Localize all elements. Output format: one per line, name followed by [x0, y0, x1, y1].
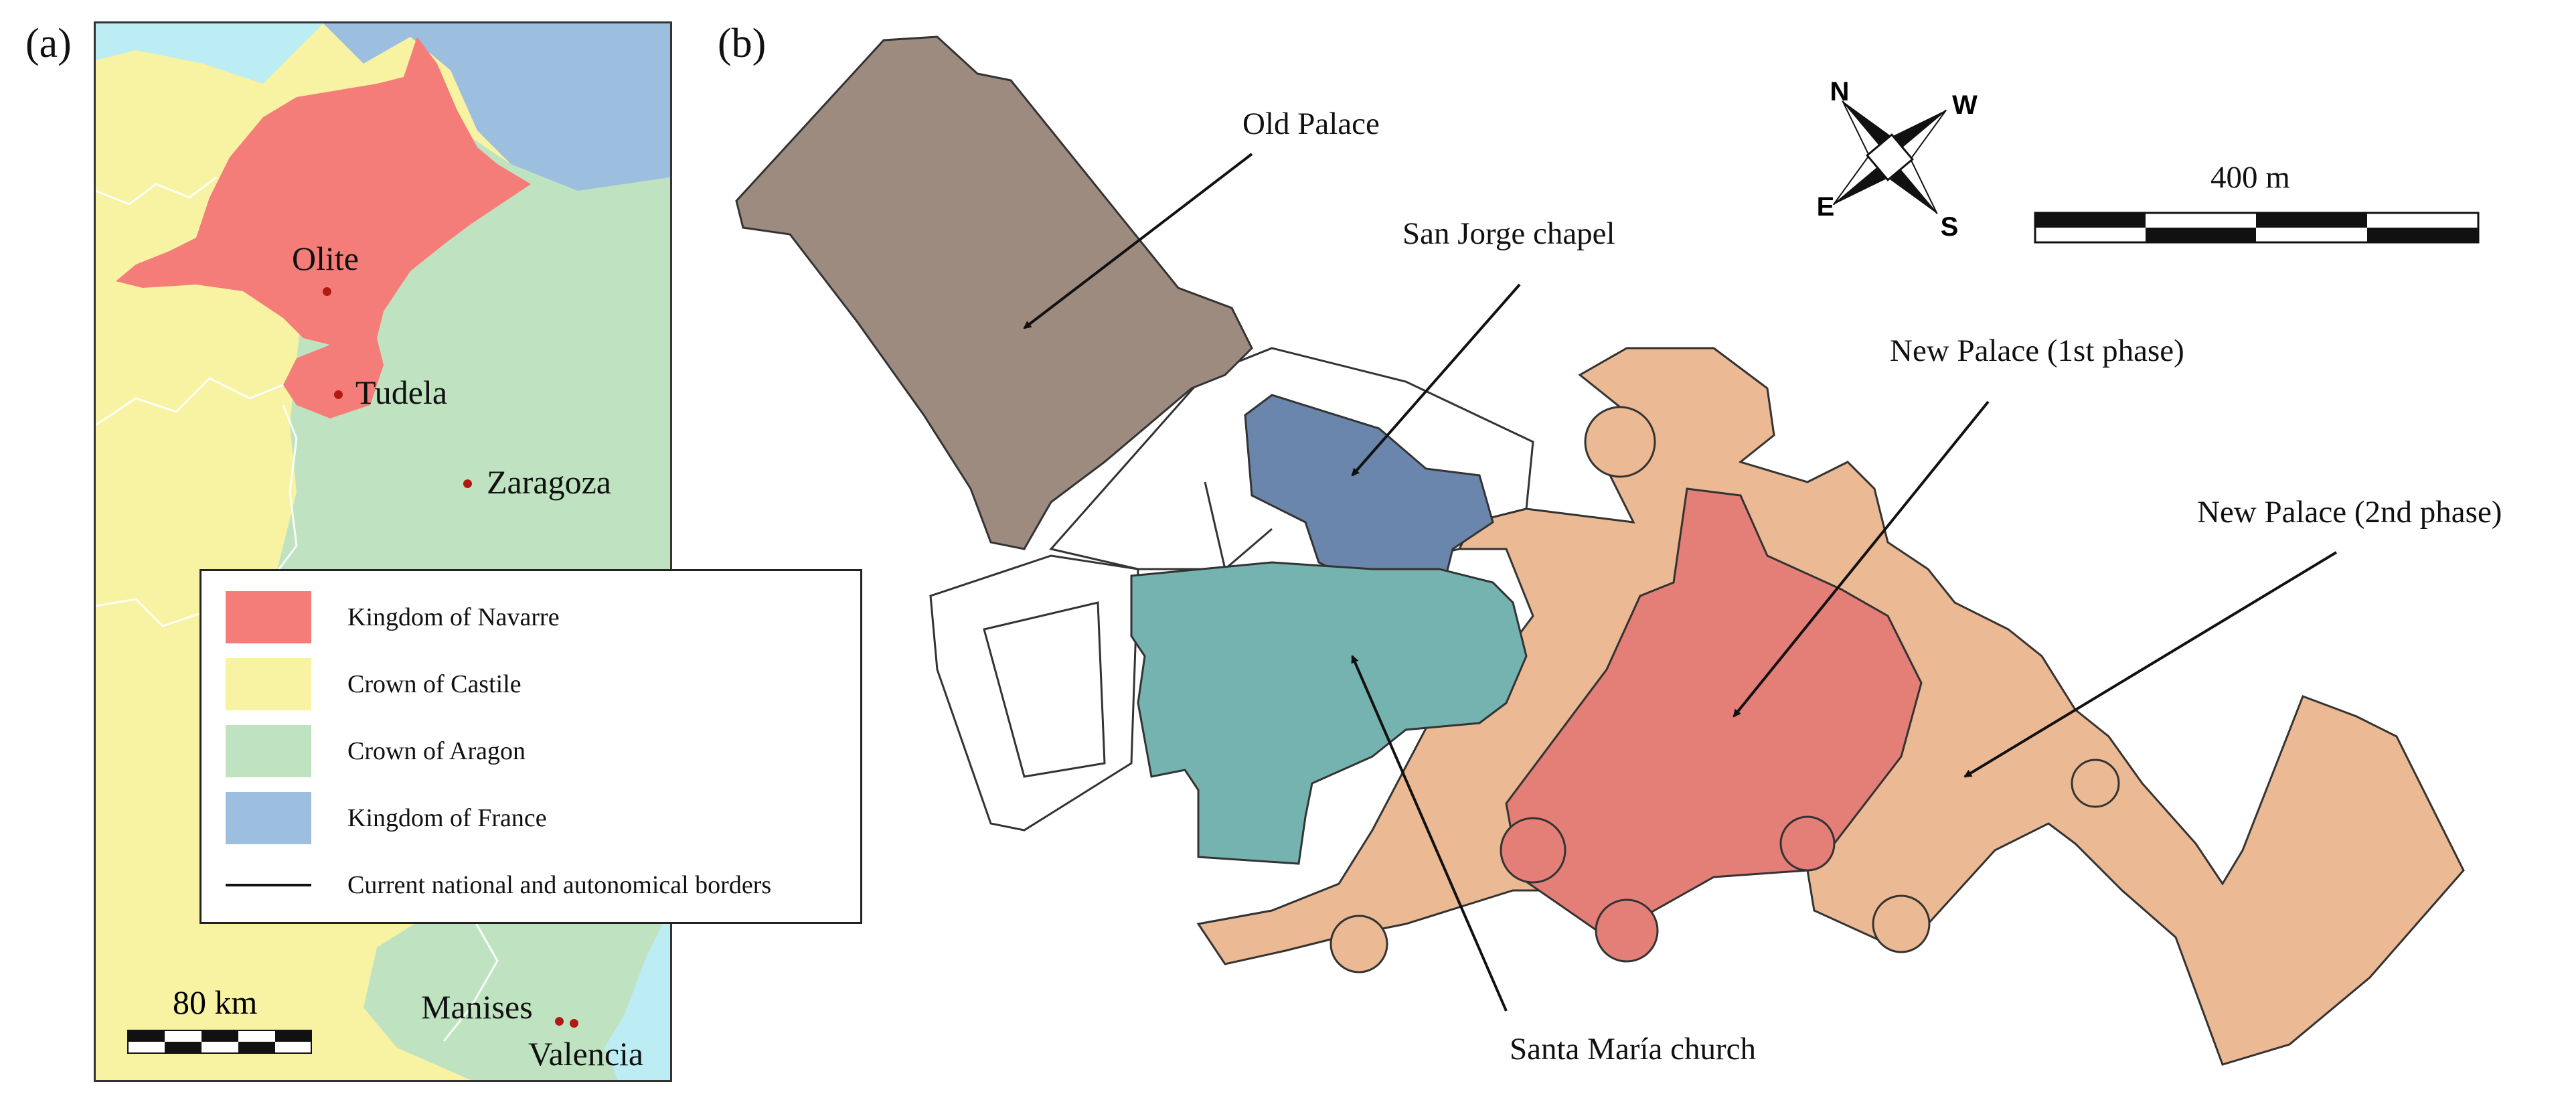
city-label-zaragoza: Zaragoza — [487, 463, 611, 501]
annotation-arrows — [1023, 153, 2338, 1012]
city-label-olite: Olite — [292, 240, 359, 277]
kingdom-of-navarre-region — [116, 37, 531, 418]
compass-s: S — [1941, 212, 1959, 242]
old-palace — [735, 35, 1253, 550]
zaragoza-dot — [463, 479, 472, 488]
label-new-palace-1st-phase: New Palace (1st phase) — [1890, 333, 2184, 368]
city-label-valencia: Valencia — [528, 1035, 644, 1073]
compass-e: E — [1817, 192, 1835, 222]
city-label-manises: Manises — [421, 988, 533, 1026]
legend-label: Kingdom of France — [347, 804, 547, 832]
legend-label: Crown of Aragon — [347, 737, 526, 765]
scale-bar-label-a: 80 km — [173, 984, 258, 1021]
scale-bar-a — [127, 1030, 312, 1054]
current-borders — [96, 176, 499, 1042]
legend-label: Kingdom of Navarre — [347, 603, 560, 631]
legend-swatch-borders — [226, 884, 311, 886]
label-new-palace-2nd-phase: New Palace (2nd phase) — [2197, 495, 2502, 530]
compass-w: W — [1952, 90, 1978, 120]
legend-label: Current national and autonomical borders — [347, 871, 772, 899]
arrow-san-jorge — [1351, 283, 1521, 477]
scale-bar-label-b: 400 m — [2210, 160, 2290, 195]
kingdom-of-france-region — [323, 23, 670, 191]
sea-mediterranean — [605, 907, 670, 1080]
manises-dot — [555, 1017, 564, 1026]
label-old-palace: Old Palace — [1242, 106, 1380, 141]
olite-dot — [323, 287, 331, 296]
legend-item-castile: Crown of Castile — [226, 658, 521, 710]
outline-west-court — [929, 554, 1139, 832]
tudela-dot — [334, 390, 343, 399]
arrow-new-palace-2 — [1963, 551, 2338, 778]
city-label-tudela: Tudela — [355, 374, 448, 411]
legend-item-navarre: Kingdom of Navarre — [226, 591, 560, 643]
legend-swatch-navarre — [226, 591, 311, 643]
legend-item-borders: Current national and autonomical borders — [226, 859, 771, 911]
legend-swatch-aragon — [226, 725, 311, 777]
legend-item-aragon: Crown of Aragon — [226, 725, 526, 777]
arrow-new-palace-1 — [1733, 400, 1990, 718]
palace-plan: N W E S — [735, 35, 2480, 1066]
new-palace-1st-phase — [1500, 487, 1923, 963]
arrow-old-palace — [1023, 153, 1253, 329]
santa-maria-church — [1130, 561, 1528, 865]
scale-bar-b — [2034, 212, 2480, 244]
arrow-santa-maria — [1351, 655, 1508, 1012]
compass-n: N — [1830, 77, 1850, 106]
legend-label: Crown of Castile — [347, 670, 521, 698]
sea-bay-of-biscay — [96, 23, 323, 84]
legend-swatch-castile — [226, 658, 311, 710]
panel-a-label: (a) — [25, 21, 72, 66]
map-legend: Kingdom of Navarre Crown of Castile Crow… — [199, 569, 862, 924]
compass-rose — [1832, 100, 1947, 214]
valencia-dot — [570, 1019, 578, 1028]
legend-item-france: Kingdom of France — [226, 792, 547, 844]
label-san-jorge-chapel: San Jorge chapel — [1402, 216, 1615, 251]
label-santa-maria-church: Santa María church — [1510, 1032, 1757, 1067]
panel-b-label: (b) — [718, 21, 767, 66]
legend-swatch-france — [226, 792, 311, 844]
